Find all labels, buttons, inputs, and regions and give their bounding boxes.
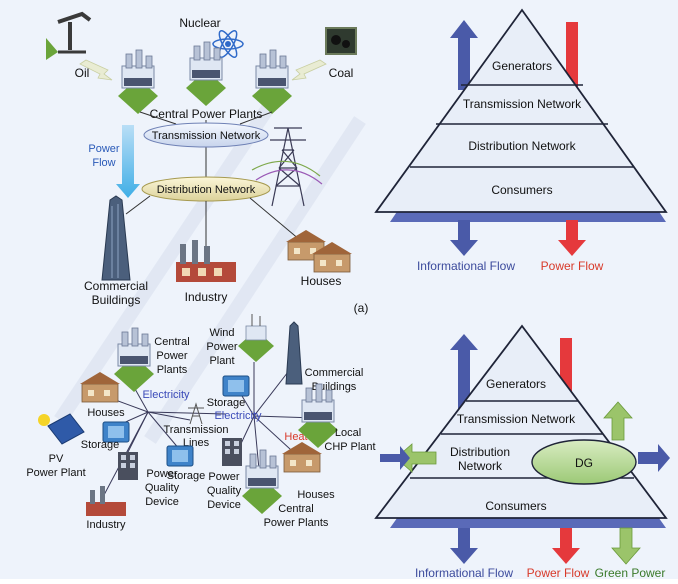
pyramid-bottom-informational-flow: Informational Flow — [415, 566, 513, 579]
transmission-network-label: Transmission Network — [152, 130, 261, 142]
pq2-label-2: Quality — [207, 485, 242, 497]
info-flow-down-arrow — [450, 220, 478, 256]
wind-plant-icon — [238, 314, 274, 362]
oil-label: Oil — [75, 66, 90, 80]
local-chp-label-1: Local — [335, 427, 361, 439]
commercial-tower-icon-bottom — [285, 321, 303, 385]
info-flow-up-arrow-b — [450, 334, 478, 414]
transmission-network-node — [143, 122, 269, 148]
central-plants-label: Central Power Plants — [150, 107, 263, 121]
houses1-label: Houses — [87, 407, 125, 419]
pyramid-bottom-power-flow: Power Flow — [527, 566, 590, 579]
top-grid-diagram: Oil Nuclear Coal Central Power Plants — [46, 11, 369, 315]
pv-label-1: PV — [49, 453, 64, 465]
pv-label-2: Power Plant — [26, 467, 85, 479]
central1-label-3: Plants — [157, 364, 188, 376]
industry-icon-bottom — [86, 486, 126, 516]
wind-label-2: Power — [206, 341, 238, 353]
dg-label: DG — [575, 456, 593, 470]
coal-label: Coal — [329, 66, 354, 80]
commercial-label-1: Commercial — [84, 279, 148, 293]
pq1-label-2: Quality — [145, 482, 180, 494]
distribution-network-label: Distribution Network — [157, 184, 256, 196]
pyramid-bottom-consumers: Consumers — [485, 499, 546, 513]
power-flow-down-arrow — [558, 220, 586, 256]
central1-label-2: Power — [156, 350, 188, 362]
central2-label-2: Power Plants — [264, 517, 329, 529]
central-plant-3-icon — [251, 49, 293, 115]
small-pylon-icon — [188, 402, 204, 425]
pyramid-bottom-distribution-2: Network — [458, 459, 503, 473]
power-flow-in-bar — [566, 22, 578, 88]
pyramid-top-transmission: Transmission Network — [463, 97, 582, 111]
pq-device-b-icon — [222, 438, 242, 466]
pyramid-bottom-distribution-1: Distribution — [450, 445, 510, 459]
pyramid-bottom: Generators Transmission Network Distribu… — [374, 324, 670, 580]
pq2-label-3: Device — [207, 499, 241, 511]
pq1-label-3: Device — [145, 496, 179, 508]
pyramid-top: Generators Transmission Network Distribu… — [374, 8, 668, 273]
blue-side-arrows — [380, 444, 670, 472]
pyramid-bottom-generators: Generators — [486, 377, 546, 391]
commercial-label-2: Buildings — [92, 293, 141, 307]
houses2-label: Houses — [297, 489, 335, 501]
pyramid-top-distribution: Distribution Network — [468, 139, 576, 153]
source-arrows — [79, 59, 327, 81]
pq1-label-1: Power — [146, 468, 178, 480]
central-plant-2-icon — [185, 41, 227, 107]
pyramid-top-body — [374, 8, 668, 213]
industry-label: Industry — [185, 290, 228, 304]
oil-derrick-icon — [46, 11, 92, 60]
industry-bottom-label: Industry — [86, 519, 126, 531]
power-flow-arrow — [116, 125, 140, 198]
pyramid-bottom-transmission: Transmission Network — [457, 412, 576, 426]
pyramid-top-power-flow: Power Flow — [541, 259, 604, 273]
storage-c-icon — [166, 445, 194, 467]
industry-icon — [176, 240, 236, 282]
transmission-lines-label-1: Transmission — [164, 424, 229, 436]
info-flow-up-arrow — [450, 20, 478, 90]
storage-a-icon — [222, 375, 250, 397]
power-flow-label-2: Flow — [92, 157, 115, 169]
commercial-tower-icon — [101, 195, 131, 281]
pyramid-bottom-green-power: Green Power — [595, 566, 666, 579]
heat-label: Heat — [284, 431, 307, 443]
power-flow-label-1: Power — [88, 143, 120, 155]
commercial-bottom-label-1: Commercial — [305, 367, 364, 379]
green-power-down-arrow — [611, 527, 641, 565]
power-flow-down-arrow-b — [552, 528, 580, 564]
wind-label-3: Plant — [209, 355, 234, 367]
electricity2-label: Electricity — [214, 410, 262, 422]
pyramid-top-informational-flow: Informational Flow — [417, 259, 515, 273]
storage1-label: Storage — [207, 397, 246, 409]
houses-label: Houses — [301, 274, 342, 288]
local-chp-label-2: CHP Plant — [324, 441, 375, 453]
pyramid-top-consumers: Consumers — [491, 183, 552, 197]
central-plant-b-icon — [241, 449, 283, 515]
pyramid-top-generators: Generators — [492, 59, 552, 73]
pylon-icon — [251, 127, 323, 207]
nuclear-label: Nuclear — [179, 16, 220, 30]
info-flow-down-arrow-b — [450, 528, 478, 564]
dg-node — [531, 439, 637, 485]
central1-label-1: Central — [154, 336, 189, 348]
caption-a: (a) — [354, 301, 369, 315]
electricity1-label: Electricity — [142, 389, 190, 401]
central-plant-1-icon — [117, 49, 159, 115]
pq2-label-1: Power — [208, 471, 240, 483]
central2-label-1: Central — [278, 503, 313, 515]
coal-icon — [325, 27, 357, 55]
wind-label-1: Wind — [209, 327, 234, 339]
storage2-label: Storage — [81, 439, 120, 451]
distribution-links — [125, 195, 301, 252]
bottom-grid-diagram: Central Power Plants Wind Power Plant Co… — [26, 314, 376, 531]
pq-device-a-icon — [118, 452, 138, 480]
commercial-bottom-label-2: Buildings — [312, 381, 357, 393]
storage3-label: Storage — [167, 470, 206, 482]
solar-panel-icon — [38, 413, 85, 445]
